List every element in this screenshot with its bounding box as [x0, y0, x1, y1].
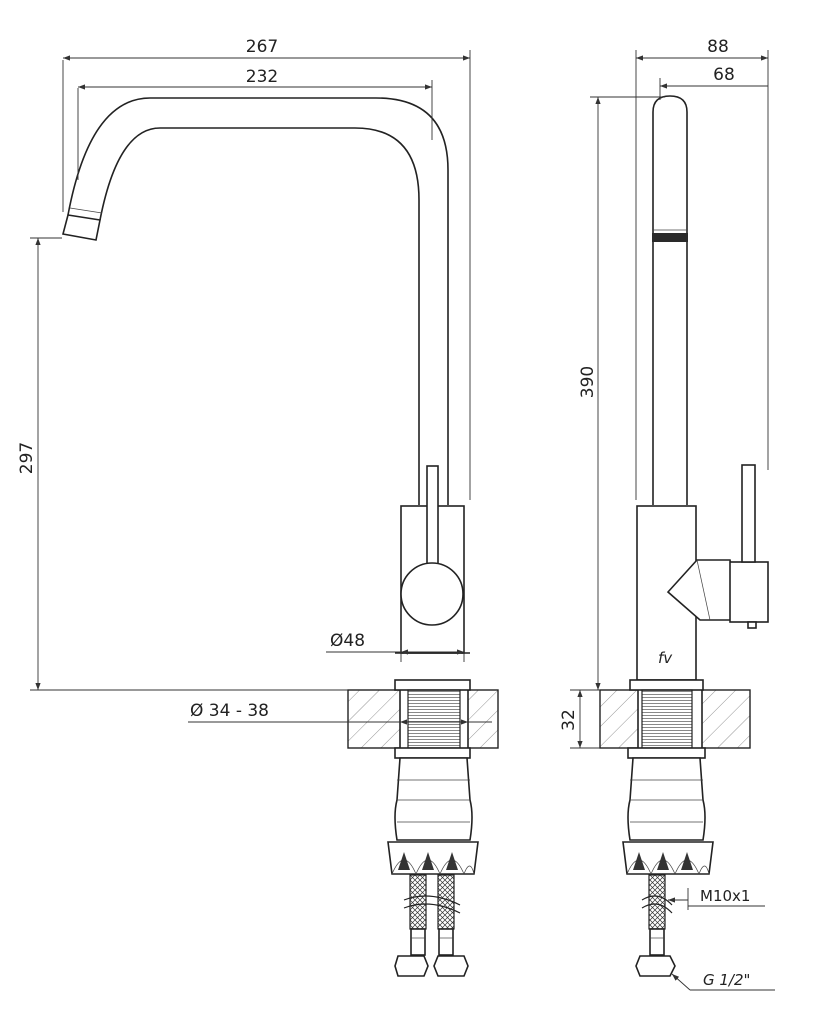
dim-overall-width: 267: [246, 37, 278, 57]
front-body: [394, 465, 471, 691]
side-mounting-nut: [622, 757, 714, 875]
front-mounting-nut: [387, 757, 479, 875]
dim-body-diameter: Ø48: [330, 631, 365, 651]
side-supply-hose: [635, 874, 676, 977]
side-view: fv: [559, 37, 775, 991]
side-body: fv: [629, 464, 769, 691]
side-spout: [652, 95, 688, 505]
dim-total-height: 390: [578, 366, 598, 398]
dim-mounting-hole: Ø 34 - 38: [190, 701, 269, 721]
side-threaded-shank: [627, 689, 706, 759]
dim-spout-height: 297: [17, 442, 37, 474]
front-spout-tube: [62, 97, 449, 505]
front-view: 267 232 297 Ø48 Ø 34 - 38: [17, 37, 499, 977]
brand-logo: fv: [658, 649, 673, 667]
dim-side-depth-body: 68: [713, 65, 735, 85]
dim-side-depth-total: 88: [707, 37, 729, 57]
side-dimensions: 88 68 390 32 M10x1 G 1/2": [559, 37, 775, 991]
dim-countertop-thickness: 32: [559, 709, 579, 731]
dim-hose-thread: M10x1: [700, 887, 750, 905]
dim-spout-reach: 232: [246, 67, 278, 87]
front-threaded-shank: [394, 689, 471, 759]
front-supply-hoses: [394, 874, 469, 977]
front-dimensions: 267 232 297 Ø48 Ø 34 - 38: [17, 37, 492, 725]
dim-connection-thread: G 1/2": [703, 971, 750, 989]
